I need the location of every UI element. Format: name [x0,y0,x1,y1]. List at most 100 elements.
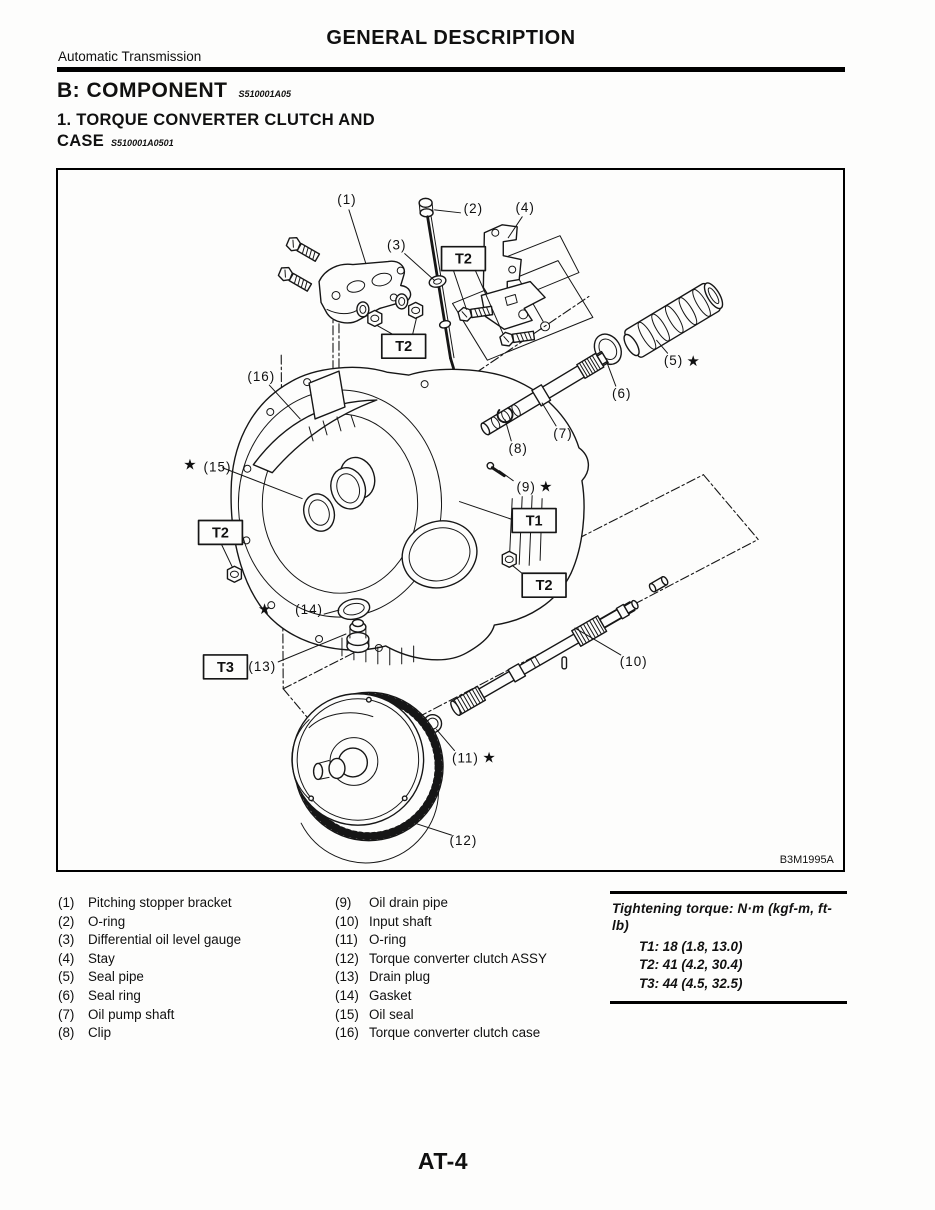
part-torque-converter [291,691,444,864]
star-icon: ★ [686,352,699,370]
exploded-diagram: T2 T2 T1 T2 T2 T3 [183,192,835,866]
section-heading: B: COMPONENT S510001A05 [57,79,291,103]
callout-16: (16) [247,369,275,384]
callout-11: (11) [452,750,479,765]
part-oil-drain-pipe [486,461,506,478]
part-row: (14) Gasket [335,987,605,1006]
torque-ref-t2-box: T2 [197,519,244,546]
part-number: (13) [335,969,359,985]
subsection-code: S510001A0501 [111,138,174,148]
part-pitching-stopper-bracket [318,260,412,324]
callout-3: (3) [387,238,406,253]
callout-12: (12) [449,833,477,848]
part-row: (2) O-ring [58,913,328,932]
part-name: Input shaft [369,913,432,929]
torque-ref-t2-box: T2 [521,572,567,599]
part-bushing [648,575,669,593]
callout-5: (5) [664,353,683,368]
part-row: (13) Drain plug [335,968,605,987]
part-number: (14) [335,987,359,1003]
part-row: (8) Clip [58,1024,328,1043]
torque-ref-label: T2 [212,525,229,541]
section-heading-text: B: COMPONENT [57,79,228,102]
section-code: S510001A05 [238,89,292,99]
torque-spec-item: T2: 41 (4.2, 30.4) [639,957,743,973]
part-name: Seal pipe [88,969,144,985]
torque-ref-t2-box: T2 [380,333,427,360]
part-number: (3) [58,932,75,948]
part-number: (1) [58,895,75,910]
parts-list-right: (9)Oil drain pipe (10)Input shaft (11)O-… [335,894,605,1043]
part-clip [496,407,514,424]
part-name: Clip [88,1025,112,1041]
part-name: Stay [88,950,115,966]
part-name: Torque converter clutch ASSY [369,950,547,966]
part-row: (4)Stay [58,950,328,969]
part-row: (16) Torque converter clutch case [335,1024,605,1043]
part-row: (6)Seal ring [58,987,328,1006]
callout-15: (15) [204,460,232,475]
bolt-icon [283,233,322,265]
bolt-icon [275,263,314,295]
part-number: (12) [335,950,359,966]
part-number: (5) [58,969,75,985]
torque-ref-t1-box: T1 [511,507,557,534]
torque-spec-box: Tightening torque: N·m (kgf-m, ft-lb) T1… [610,891,847,1005]
part-number: (10) [335,913,359,929]
part-name: Pitching stopper bracket [88,895,232,910]
part-name: Torque converter clutch case [369,1025,541,1041]
part-name: Differential oil level gauge [88,932,242,948]
figure-ref-code: B3M1995A [780,854,835,866]
part-number: (8) [58,1025,75,1041]
part-row: (9)Oil drain pipe [335,894,605,913]
bolt-icon [456,302,494,323]
part-row: (3) Differential oil level gauge [58,931,328,950]
part-seal-pipe [623,282,724,358]
callout-labels: (1) (2) (3) (4) (5) ★ (6) (7) (8) (9) ★ … [183,192,700,848]
part-number: (2) [58,913,75,929]
part-shaft-pin [561,656,568,670]
star-icon: ★ [183,456,196,474]
part-number: (16) [335,1025,359,1041]
nut-icon [407,301,424,320]
part-row: (5) Seal pipe [58,968,328,987]
part-oil-pump-shaft [480,350,609,436]
torque-ref-t2-box: T2 [440,245,487,272]
part-name: Drain plug [369,969,431,985]
part-name: Seal ring [88,987,141,1003]
star-icon: ★ [258,600,271,618]
nut-icon [501,550,517,568]
part-gasket [337,598,371,621]
part-drain-plug [346,618,370,654]
torque-ref-label: T2 [395,339,412,355]
callout-1: (1) [337,192,356,207]
part-number: (9) [335,895,352,910]
chapter-label: Automatic Transmission [58,49,202,64]
washer-icon [395,293,409,310]
part-name: O-ring [88,913,126,929]
leader-lines [220,209,669,836]
callout-2: (2) [464,201,483,216]
part-name: Oil seal [369,1006,414,1022]
header-rule [57,67,845,72]
nut-icon [367,309,383,328]
bolt-icon [498,327,536,348]
part-name: O-ring [369,932,407,948]
torque-spec-item: T1: 18 (1.8, 13.0) [639,939,743,954]
washer-icon [356,301,370,318]
part-row: (1) Pitching stopper bracket [58,894,328,913]
torque-ref-label: T1 [526,513,543,529]
part-name: Gasket [369,987,412,1003]
torque-ref-t3-box: T3 [202,654,249,680]
nut-icon [226,565,243,583]
callout-8: (8) [508,441,527,456]
star-icon: ★ [539,478,552,496]
torque-ref-label: T3 [217,660,234,676]
callout-7: (7) [553,426,572,441]
part-row: (10) Input shaft [335,913,605,932]
part-oil-level-gauge [418,197,455,370]
part-converter-clutch-case [230,366,589,666]
torque-spec-title: Tightening torque: N·m (kgf-m, ft-lb) [612,901,833,933]
